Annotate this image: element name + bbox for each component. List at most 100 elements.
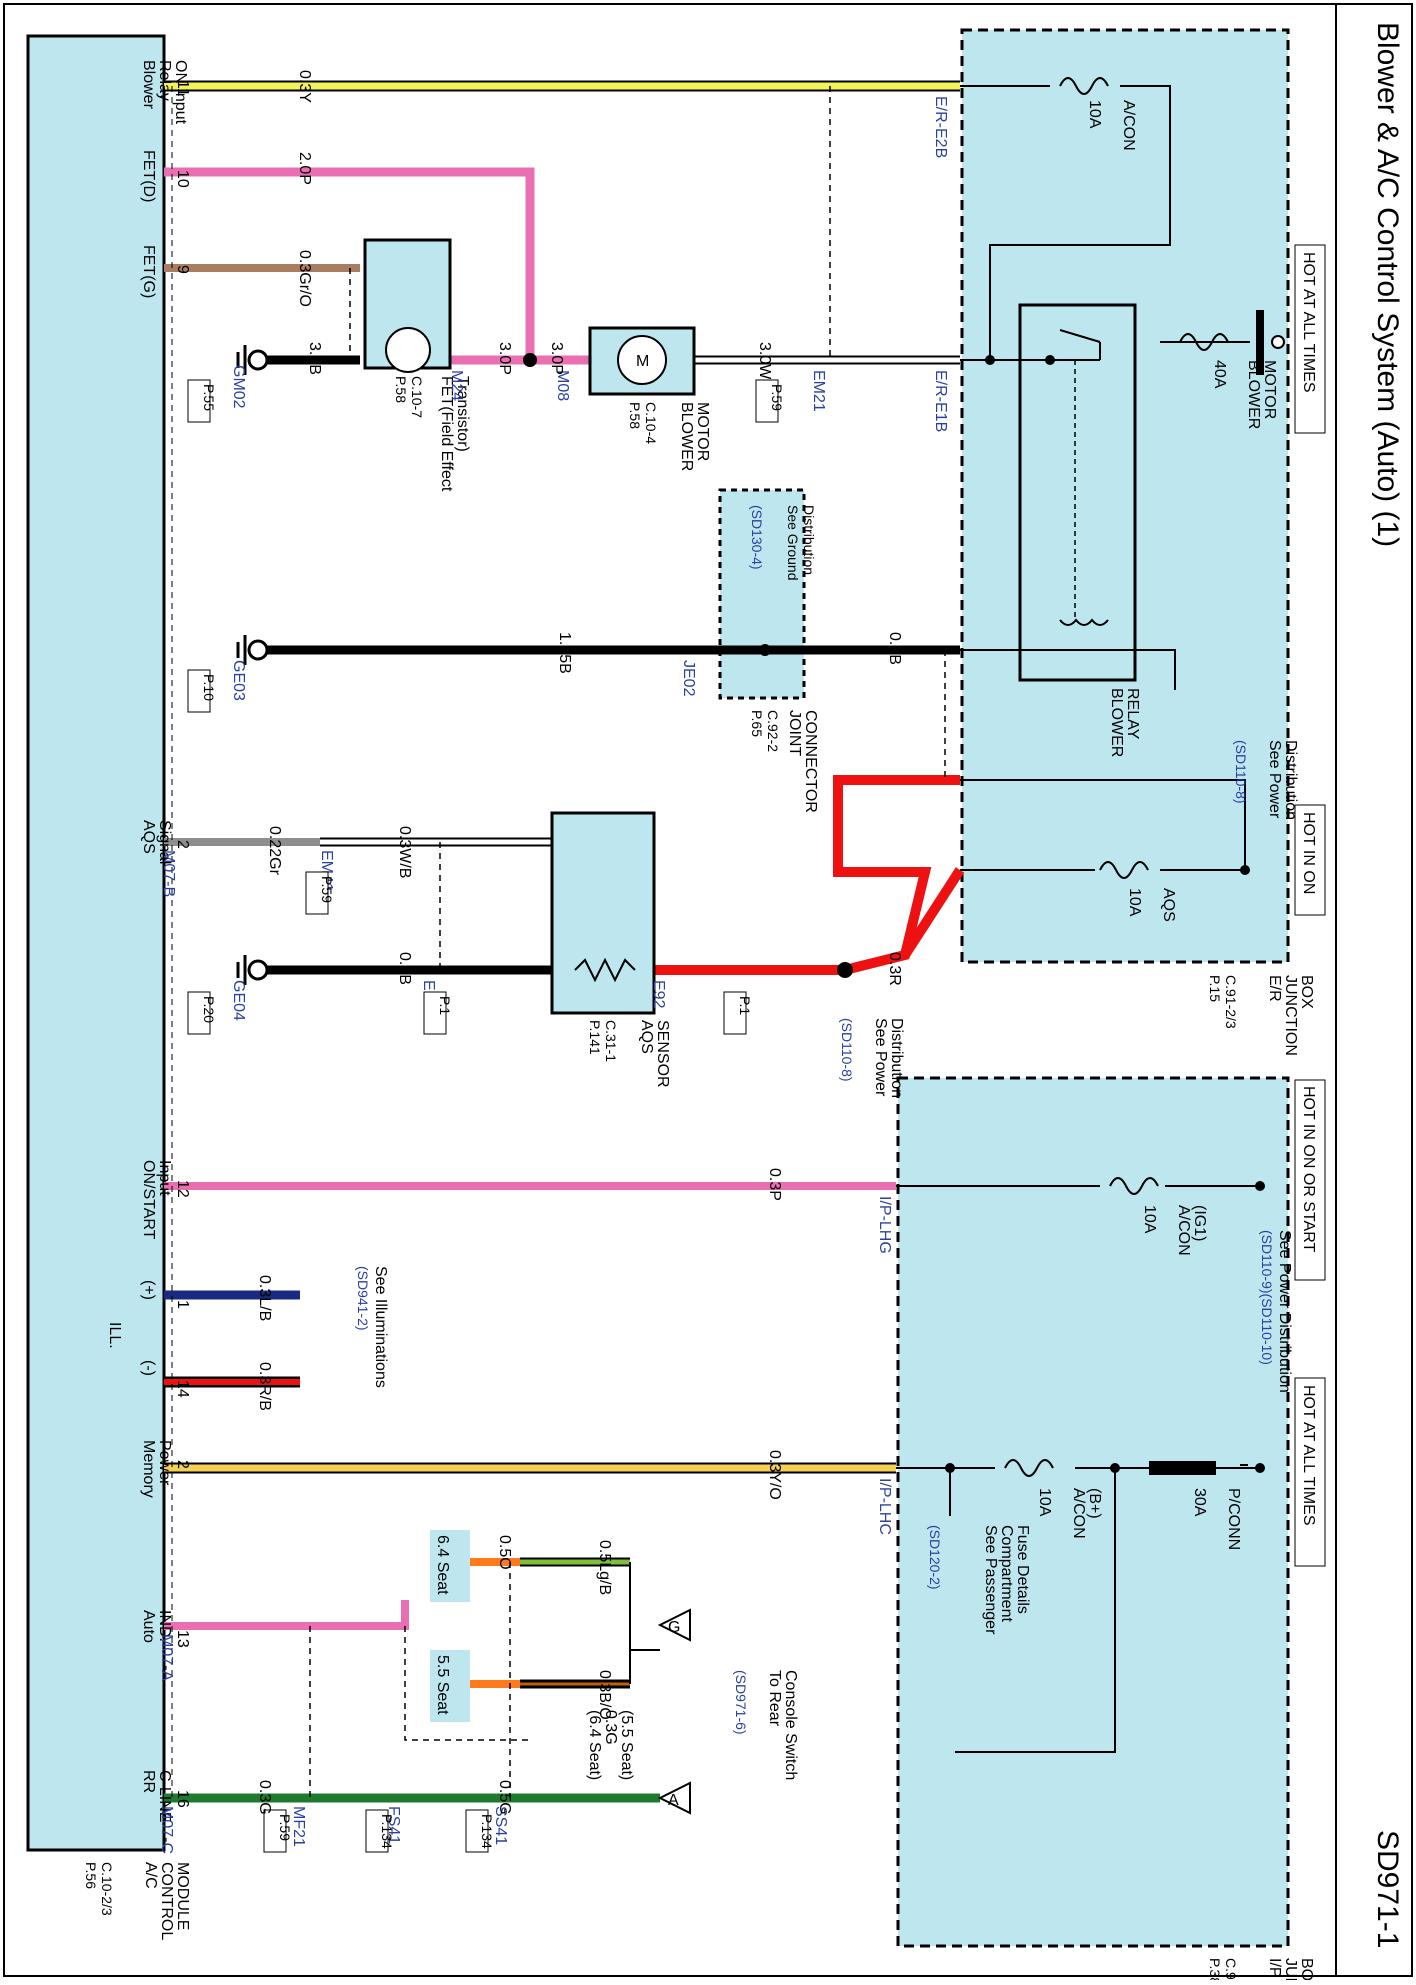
ip-junction-ref: P.38C.90-1/3 — [1207, 1958, 1239, 1980]
pin-label-rr-c-line: RRC-LINE — [140, 1770, 173, 1822]
fuse-rating-3: 10A — [1141, 1205, 1158, 1234]
pin-number-fet-g: 9 — [174, 265, 191, 274]
page-code: SD971-1 — [1371, 1830, 1404, 1948]
power-bus-symbols — [1240, 310, 1285, 1466]
er-junction-box — [960, 28, 1290, 964]
fuse-symbols — [1004, 77, 1229, 1477]
wire-label-w18: 0.5Lg/B — [596, 1540, 613, 1595]
fet-label: FET(Field EffectTransistor) — [438, 376, 471, 492]
rear-console-ref: To RearConsole Switch — [766, 1670, 799, 1780]
wire-label-w23: (6.4 Seat)0.3G(5.5 Seat) — [586, 1710, 635, 1780]
aqs-sensor-ref: P.141C.31-1 — [587, 1020, 619, 1062]
fet-transistor — [363, 238, 452, 373]
page-ref-box-0 — [755, 379, 779, 423]
page-ref-1: P.55 — [201, 384, 217, 411]
fuse-rating-1: 40A — [1211, 360, 1228, 389]
state-hot-at-all-times-top: HOT AT ALL TIMES — [1300, 252, 1317, 393]
page-ref-4: P.1 — [737, 996, 753, 1015]
connector-3: M08 — [554, 370, 571, 401]
connector-15: M07-A — [158, 1634, 175, 1681]
wire-label-w2: 2.0P — [296, 152, 313, 185]
motor-symbol: M — [636, 353, 649, 370]
pin-number-aqs-signal: 2 — [174, 840, 191, 849]
wire-label-w21: 0.5G — [496, 1780, 513, 1815]
pin-label-ill-minus: (-) — [140, 1360, 157, 1376]
connector-2: EM21 — [810, 370, 827, 412]
ground-symbols — [236, 345, 269, 985]
blower-relay — [1018, 303, 1137, 682]
wire-label-w4: 3.0B — [306, 342, 323, 375]
connector-5: GM02 — [230, 365, 247, 409]
illum-ref-code: (SD941-2) — [355, 1266, 371, 1331]
fuse-name-2: AQS — [1160, 888, 1177, 922]
page-ref-box-5 — [423, 991, 447, 1035]
page-ref-9: P.134 — [479, 1814, 495, 1849]
page-ref-box-1 — [187, 379, 211, 423]
seat-tag-64: 6.4 Seat — [434, 1535, 451, 1595]
wire-label-w8: 1.25B — [556, 632, 573, 674]
labels: BlowerRelayON Input11FET(D)10FET(G)9AQSS… — [83, 60, 1315, 1985]
wire-label-w6: 3.0P — [548, 342, 565, 375]
pin-label-fet-d: FET(D) — [140, 150, 157, 202]
page-link-triangles — [657, 1608, 691, 1815]
connector-0: E/R-E2B — [932, 96, 949, 158]
page-ref-8: P.134 — [379, 1814, 395, 1849]
power-ref-sd110-9-code: (SD110-9)(SD110-10) — [1259, 1230, 1275, 1365]
blower-relay-label: BLOWERRELAY — [1108, 688, 1141, 757]
blower-motor: M — [588, 326, 696, 396]
power-ref-sd120-2: See PassengerCompartmentFuse Details — [982, 1525, 1031, 1635]
power-ref-sd110-8-top: See PowerDistribution — [1266, 740, 1299, 820]
connector-7: GE03 — [230, 660, 247, 701]
connector-13: I/P-LHG — [876, 1196, 893, 1254]
pin-number-blower-relay-on-input: 11 — [174, 80, 191, 97]
wire-label-w10: 0.22Gr — [266, 826, 283, 876]
wire-label-w20: 0.3B/O — [596, 1670, 613, 1720]
triangle-g-label: G — [668, 1619, 680, 1636]
pin-label-aqs-signal: AQSSignal — [140, 820, 173, 864]
wire-label-w16: 0.3R/B — [256, 1362, 273, 1411]
page-ref-box-4 — [723, 991, 747, 1035]
pin-label-auto-ind: AutoIND. — [140, 1610, 173, 1643]
power-ref-sd120-2-code: (SD120-2) — [927, 1525, 943, 1590]
blower-motor-ref: P.58C.10-4 — [627, 402, 659, 444]
pin-number-ill-plus: 1 — [174, 1300, 191, 1309]
page-ref-box-8 — [365, 1809, 389, 1853]
triangle-a-label: A — [668, 1792, 679, 1809]
wire-label-w12: 0.3R — [886, 952, 903, 986]
ac-control-module — [26, 34, 166, 1852]
page-ref-box-7 — [263, 1809, 287, 1853]
joint-connector-name: JOINTCONNECTOR — [786, 710, 819, 813]
joint-connector-ref: P.65C.92-2 — [749, 710, 781, 752]
fet-ref: P.58C.10-7 — [393, 376, 425, 418]
page-ref-2: P.10 — [201, 674, 217, 701]
seat-tag-55-bg — [430, 1650, 470, 1722]
fuse-name-3: A/CON(IG1) — [1175, 1205, 1208, 1256]
pin-label-fet-g: FET(G) — [140, 245, 157, 298]
seat-tag-55: 5.5 Seat — [434, 1655, 451, 1715]
blower-motor-label: BLOWERMOTOR — [678, 402, 711, 471]
state-hot-at-all-times-bottom: HOT AT ALL TIMES — [1300, 1385, 1317, 1526]
connector-12: GE04 — [230, 980, 247, 1021]
state-labels: HOT AT ALL TIMES HOT IN ON HOT IN ON OR … — [1294, 244, 1326, 1567]
state-hot-in-on: HOT IN ON — [1300, 812, 1317, 894]
connector-19: M07-C — [158, 1806, 175, 1854]
connector-8: M07-B — [160, 850, 177, 897]
pin-number-on-start-input: 12 — [174, 1180, 191, 1198]
fuse-rating-2: 10A — [1126, 888, 1143, 917]
power-ref-sd110-8-aqs-code: (SD110-8) — [839, 1018, 855, 1082]
fuse-rating-0: 10A — [1086, 100, 1103, 129]
power-ref-sd110-9: See Power Distribution — [1276, 1230, 1293, 1393]
pin-number-ill-minus: 14 — [174, 1380, 191, 1398]
power-ref-sd110-8-aqs: See PowerDistribution — [872, 1018, 905, 1098]
wire-label-w13: 0.3B — [396, 952, 413, 985]
pin-number-rr-c-line: 16 — [174, 1790, 191, 1808]
wire-label-w19: 0.5O — [496, 1535, 513, 1570]
pin-label-on-start-input: ON/STARTInput — [140, 1160, 173, 1240]
connector-17: FS41 — [385, 1806, 402, 1844]
fuse-rating-5: 30A — [1191, 1488, 1208, 1517]
page-ref-box-9 — [465, 1809, 489, 1853]
pin-number-auto-ind: 13 — [174, 1630, 191, 1648]
pin-label-ill-plus: (+) — [140, 1280, 157, 1300]
wire-label-w22: 0.3G — [256, 1780, 273, 1815]
